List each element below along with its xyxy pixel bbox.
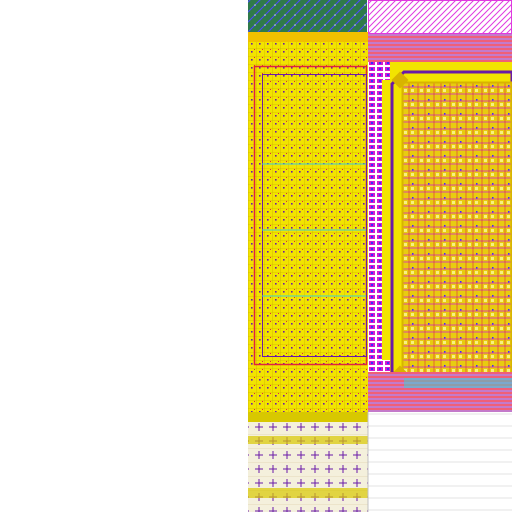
- bottom-metal-bar: [404, 378, 512, 388]
- green-well-block: [248, 0, 367, 32]
- bottom-left-tap-area: [248, 422, 368, 512]
- tap-area-gold-band-1: [248, 436, 368, 444]
- guard-inner-outline: [262, 74, 367, 357]
- bottom-yellow-band: [248, 372, 368, 412]
- top-metal-strip: [248, 32, 368, 42]
- empty-margin: [0, 0, 248, 512]
- top-stripe-band: [368, 34, 512, 62]
- yellow-guard-column: [248, 62, 368, 372]
- pink-nwell-block: [368, 0, 512, 34]
- tap-area-gold-band-2: [248, 488, 368, 498]
- top-metal-strip-2: [248, 42, 368, 62]
- bottom-gold-strip: [248, 412, 368, 422]
- core-corner-marker-top: [391, 71, 409, 89]
- via-column-yellow: [382, 80, 390, 360]
- bottom-right-empty-area: [368, 412, 512, 512]
- core-array: [402, 82, 512, 374]
